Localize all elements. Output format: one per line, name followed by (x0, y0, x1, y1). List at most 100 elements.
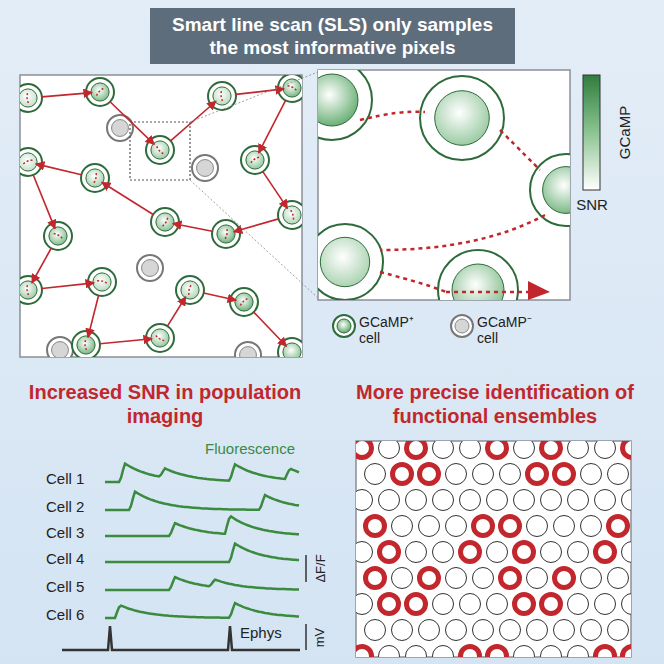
ensemble-cell (393, 465, 412, 484)
cell-outline (356, 594, 373, 615)
cell-outline (500, 464, 521, 485)
cell-outline (406, 542, 427, 563)
gcamp-cell (88, 268, 116, 296)
scan-path (36, 164, 82, 175)
cell-outline (379, 441, 400, 459)
ensemble-cell (366, 569, 385, 588)
cell-outline (541, 542, 562, 563)
scan-path (204, 293, 237, 300)
gcamp-negative-cell (137, 255, 163, 281)
scan-segment (291, 210, 294, 220)
gcamp-cell (20, 84, 42, 112)
gcamp-cell-core (452, 264, 504, 300)
gcamp-cell (72, 331, 100, 357)
cell-outline (487, 594, 508, 615)
cell-outline (356, 490, 373, 511)
gcamp-cell (212, 220, 240, 248)
cell-outline (514, 490, 535, 511)
gcamp-cell-core (283, 79, 301, 97)
cell-outline (514, 441, 535, 459)
scan-path (102, 182, 153, 214)
gcamp-cell-core (318, 74, 358, 126)
scan-path (259, 100, 286, 152)
cell-outline (356, 542, 373, 563)
ensemble-cell (420, 465, 439, 484)
gcamp-cell (20, 276, 42, 304)
scan-path (110, 102, 154, 145)
cell-outline (568, 441, 589, 459)
cell-outline (595, 441, 616, 459)
cell-outline (460, 490, 481, 511)
cell-outline (446, 620, 467, 641)
scan-path (236, 89, 284, 95)
ensemble-cell (609, 517, 628, 536)
gcamp-cell (44, 222, 72, 250)
gcamp-cell (318, 70, 372, 140)
gcamp-cell (230, 288, 258, 316)
cell-outline (433, 542, 454, 563)
gcamp-negative-cell (192, 155, 218, 181)
cell-outline (500, 620, 521, 641)
cell-outline (622, 490, 632, 511)
gcamp-cell-core (49, 227, 67, 245)
ensemble-cell (356, 441, 372, 458)
scan-path (33, 175, 55, 229)
cell-outline (392, 568, 413, 589)
cell-outline (433, 594, 454, 615)
cell-outline (433, 646, 454, 658)
gcamp-cell (241, 146, 269, 174)
gcamp-negative-core (197, 160, 214, 177)
cell-outline (406, 646, 427, 658)
gcamp-negative-cell (47, 337, 73, 357)
gcamp-negative-core (240, 347, 257, 357)
cell-outline (446, 516, 467, 537)
cell-outline (419, 516, 440, 537)
gcamp-cell-core (283, 206, 301, 224)
gcamp-cell-core (435, 91, 490, 146)
cell-outline (460, 441, 481, 459)
cell-outline (622, 542, 632, 563)
scan-segment (225, 229, 227, 239)
gcamp-cell (151, 208, 179, 236)
gcamp-cell-core (217, 225, 235, 243)
cell-outline (446, 568, 467, 589)
ensemble-cell (596, 647, 615, 658)
scan-segment (54, 234, 63, 239)
ensemble-cell (474, 517, 493, 536)
cell-outline (527, 516, 548, 537)
gcamp-negative-core (142, 260, 159, 277)
scan-path (88, 296, 99, 338)
ensemble-cell (366, 517, 385, 536)
ensemble-cell (420, 569, 439, 588)
gcamp-cell-core (151, 329, 169, 347)
scale-label: ΔF/F (313, 554, 328, 582)
gcamp-cell (81, 164, 109, 192)
gcamp-cell (278, 201, 302, 229)
cell-outline (473, 620, 494, 641)
ensemble-cell (515, 543, 534, 562)
scan-segment (27, 285, 29, 295)
title-banner: Smart line scan (SLS) only samples the m… (150, 8, 515, 64)
scan-path (100, 339, 152, 344)
legend-text: GCaMP⁺ cell (359, 314, 429, 346)
cell-outline (568, 542, 589, 563)
cell-outline (379, 646, 400, 658)
ensemble-panel (356, 441, 631, 657)
scan-segment (157, 146, 164, 154)
cell-outline (379, 490, 400, 511)
scan-segment (221, 91, 223, 101)
color-bar (583, 75, 600, 190)
scan-segment (288, 86, 297, 91)
cell-label: Cell 5 (46, 578, 84, 595)
cell-outline (581, 464, 602, 485)
gcamp-negative-core (52, 342, 69, 357)
zoom-line (190, 72, 318, 122)
scan-segment (85, 340, 86, 350)
cell-outline (568, 646, 589, 658)
cell-outline (392, 620, 413, 641)
ensemble-cell (356, 647, 372, 658)
legend-text: GCaMP⁻ cell (477, 314, 547, 346)
ensemble-cell (407, 595, 426, 614)
cell-outline (487, 542, 508, 563)
